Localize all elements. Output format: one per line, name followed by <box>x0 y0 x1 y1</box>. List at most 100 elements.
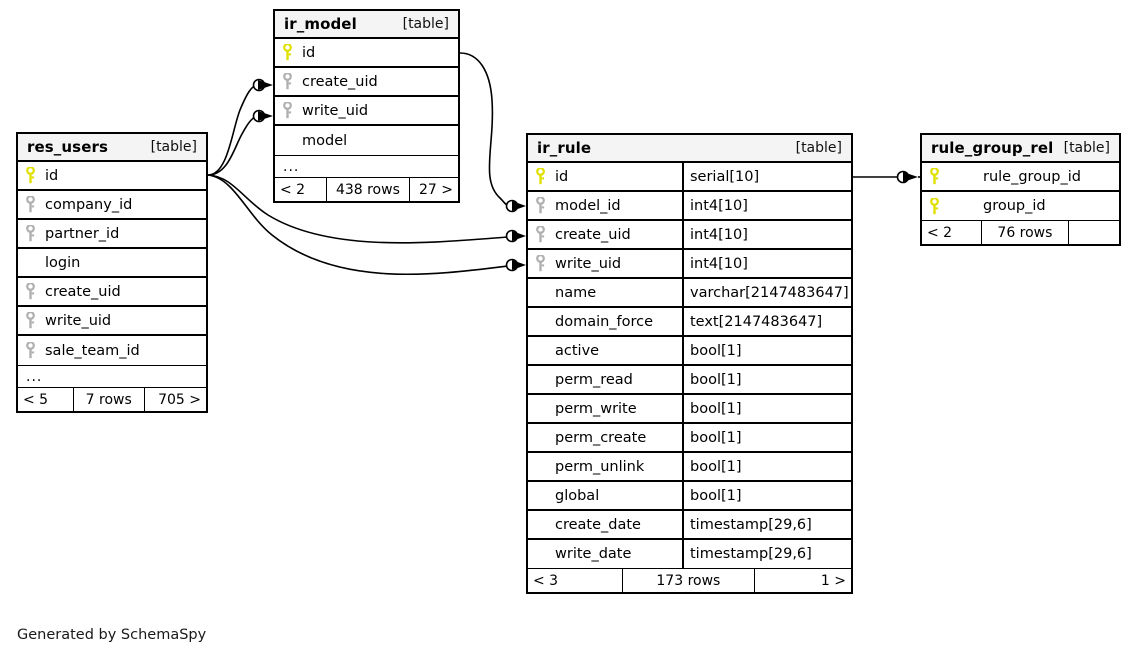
column-cell: id <box>528 163 682 190</box>
column-name: write_uid <box>45 312 112 329</box>
table-row[interactable]: id <box>275 39 458 68</box>
edge-ir_model-id-to-ir_rule-model_id <box>459 52 509 207</box>
table-columns: id serial[10] model_id int4[10] <box>528 163 851 569</box>
edge-endpoint-circle <box>252 78 266 92</box>
table-columns: id company_id partner_id <box>18 162 206 365</box>
primary-key-icon <box>26 167 45 184</box>
table-row[interactable]: partner_id <box>18 220 206 249</box>
table-row[interactable]: write_date timestamp[29,6] <box>528 540 851 569</box>
foreign-key-icon <box>536 255 555 272</box>
column-name: perm_read <box>555 371 633 388</box>
more-columns-indicator: ... <box>18 365 206 388</box>
column-name: partner_id <box>45 225 120 242</box>
table-row[interactable]: perm_create bool[1] <box>528 424 851 453</box>
foreign-key-icon <box>26 225 45 242</box>
footer-prev[interactable]: < 2 <box>280 181 306 198</box>
table-row[interactable]: name varchar[2147483647] <box>528 279 851 308</box>
table-type-tag: [table] <box>150 138 197 155</box>
column-cell: create_uid <box>528 221 682 248</box>
column-name: name <box>555 284 597 301</box>
column-name: perm_write <box>555 400 637 417</box>
footer-rowcount: 438 rows <box>326 178 408 201</box>
table-row[interactable]: create_uid <box>275 68 458 97</box>
table-row[interactable]: id serial[10] <box>528 163 851 192</box>
column-name: sale_team_id <box>45 342 140 359</box>
column-name: domain_force <box>555 313 654 330</box>
table-row[interactable]: perm_write bool[1] <box>528 395 851 424</box>
table-row[interactable]: sale_team_id <box>18 336 206 365</box>
column-name: id <box>302 44 316 61</box>
table-row[interactable]: company_id <box>18 191 206 220</box>
column-cell: company_id <box>18 191 206 218</box>
table-row[interactable]: create_uid <box>18 278 206 307</box>
table-columns: id create_uid write_uid <box>275 39 458 155</box>
table-type-tag: [table] <box>402 15 449 32</box>
table-row[interactable]: model <box>275 126 458 155</box>
footer-prev[interactable]: < 5 <box>23 391 49 408</box>
column-cell: global <box>528 482 682 509</box>
column-cell: write_date <box>528 540 682 568</box>
footer-next[interactable] <box>1067 221 1119 244</box>
primary-key-icon <box>930 168 949 185</box>
table-res_users[interactable]: res_users [table] id company_id <box>16 132 208 413</box>
column-type: bool[1] <box>682 337 851 364</box>
more-columns-indicator: ... <box>275 155 458 178</box>
column-cell: create_uid <box>18 278 206 305</box>
primary-key-icon <box>536 168 555 185</box>
table-row[interactable]: perm_read bool[1] <box>528 366 851 395</box>
edge-arrowhead <box>258 111 273 121</box>
column-cell: write_uid <box>528 250 682 277</box>
foreign-key-icon <box>283 102 302 119</box>
footer-next[interactable]: 27 > <box>408 178 458 201</box>
table-footer: < 5 7 rows 705 > <box>18 388 206 411</box>
table-row[interactable]: create_date timestamp[29,6] <box>528 511 851 540</box>
edge-res_users-id-to-ir_model-create_uid <box>207 84 259 176</box>
column-name: company_id <box>45 196 133 213</box>
table-ir_rule[interactable]: ir_rule [table] id serial[10] model_id <box>526 133 853 594</box>
table-row[interactable]: create_uid int4[10] <box>528 221 851 250</box>
column-type: bool[1] <box>682 366 851 393</box>
table-row[interactable]: write_uid int4[10] <box>528 250 851 279</box>
column-cell: login <box>18 249 206 276</box>
column-name: id <box>45 167 59 184</box>
column-cell: active <box>528 337 682 364</box>
table-title: rule_group_rel <box>931 138 1054 157</box>
table-row[interactable]: id <box>18 162 206 191</box>
column-type: int4[10] <box>682 221 851 248</box>
column-type: serial[10] <box>682 163 851 190</box>
column-cell: sale_team_id <box>18 336 206 365</box>
table-row[interactable]: active bool[1] <box>528 337 851 366</box>
footer-prev[interactable]: < 2 <box>927 224 953 241</box>
table-row[interactable]: perm_unlink bool[1] <box>528 453 851 482</box>
column-cell: model_id <box>528 192 682 219</box>
table-row[interactable]: domain_force text[2147483647] <box>528 308 851 337</box>
table-row[interactable]: global bool[1] <box>528 482 851 511</box>
table-title: ir_rule <box>537 138 592 157</box>
table-ir_model[interactable]: ir_model [table] id create_uid <box>273 9 460 203</box>
footer-next[interactable]: 705 > <box>143 388 206 411</box>
edge-res_users-id-to-ir_model-write_uid <box>207 115 259 176</box>
column-type: text[2147483647] <box>682 308 851 335</box>
table-row[interactable]: login <box>18 249 206 278</box>
table-rule_group_rel[interactable]: rule_group_rel [table] rule_group_id gro… <box>920 133 1121 246</box>
table-row[interactable]: rule_group_id <box>922 163 1119 192</box>
footer-next[interactable]: 1 > <box>754 569 851 592</box>
table-header: ir_rule [table] <box>528 135 851 163</box>
foreign-key-icon <box>26 312 45 329</box>
column-name: active <box>555 342 600 359</box>
column-cell: write_uid <box>18 307 206 334</box>
column-name: create_uid <box>555 226 631 243</box>
column-type: timestamp[29,6] <box>682 511 851 538</box>
column-name: global <box>555 487 600 504</box>
table-row[interactable]: write_uid <box>18 307 206 336</box>
column-cell: perm_unlink <box>528 453 682 480</box>
table-row[interactable]: group_id <box>922 192 1119 221</box>
table-row[interactable]: model_id int4[10] <box>528 192 851 221</box>
column-type: bool[1] <box>682 453 851 480</box>
table-footer: < 2 76 rows <box>922 221 1119 244</box>
table-type-tag: [table] <box>795 139 842 156</box>
column-cell: create_date <box>528 511 682 538</box>
table-row[interactable]: write_uid <box>275 97 458 126</box>
table-columns: rule_group_id group_id <box>922 163 1119 221</box>
footer-prev[interactable]: < 3 <box>533 572 559 589</box>
